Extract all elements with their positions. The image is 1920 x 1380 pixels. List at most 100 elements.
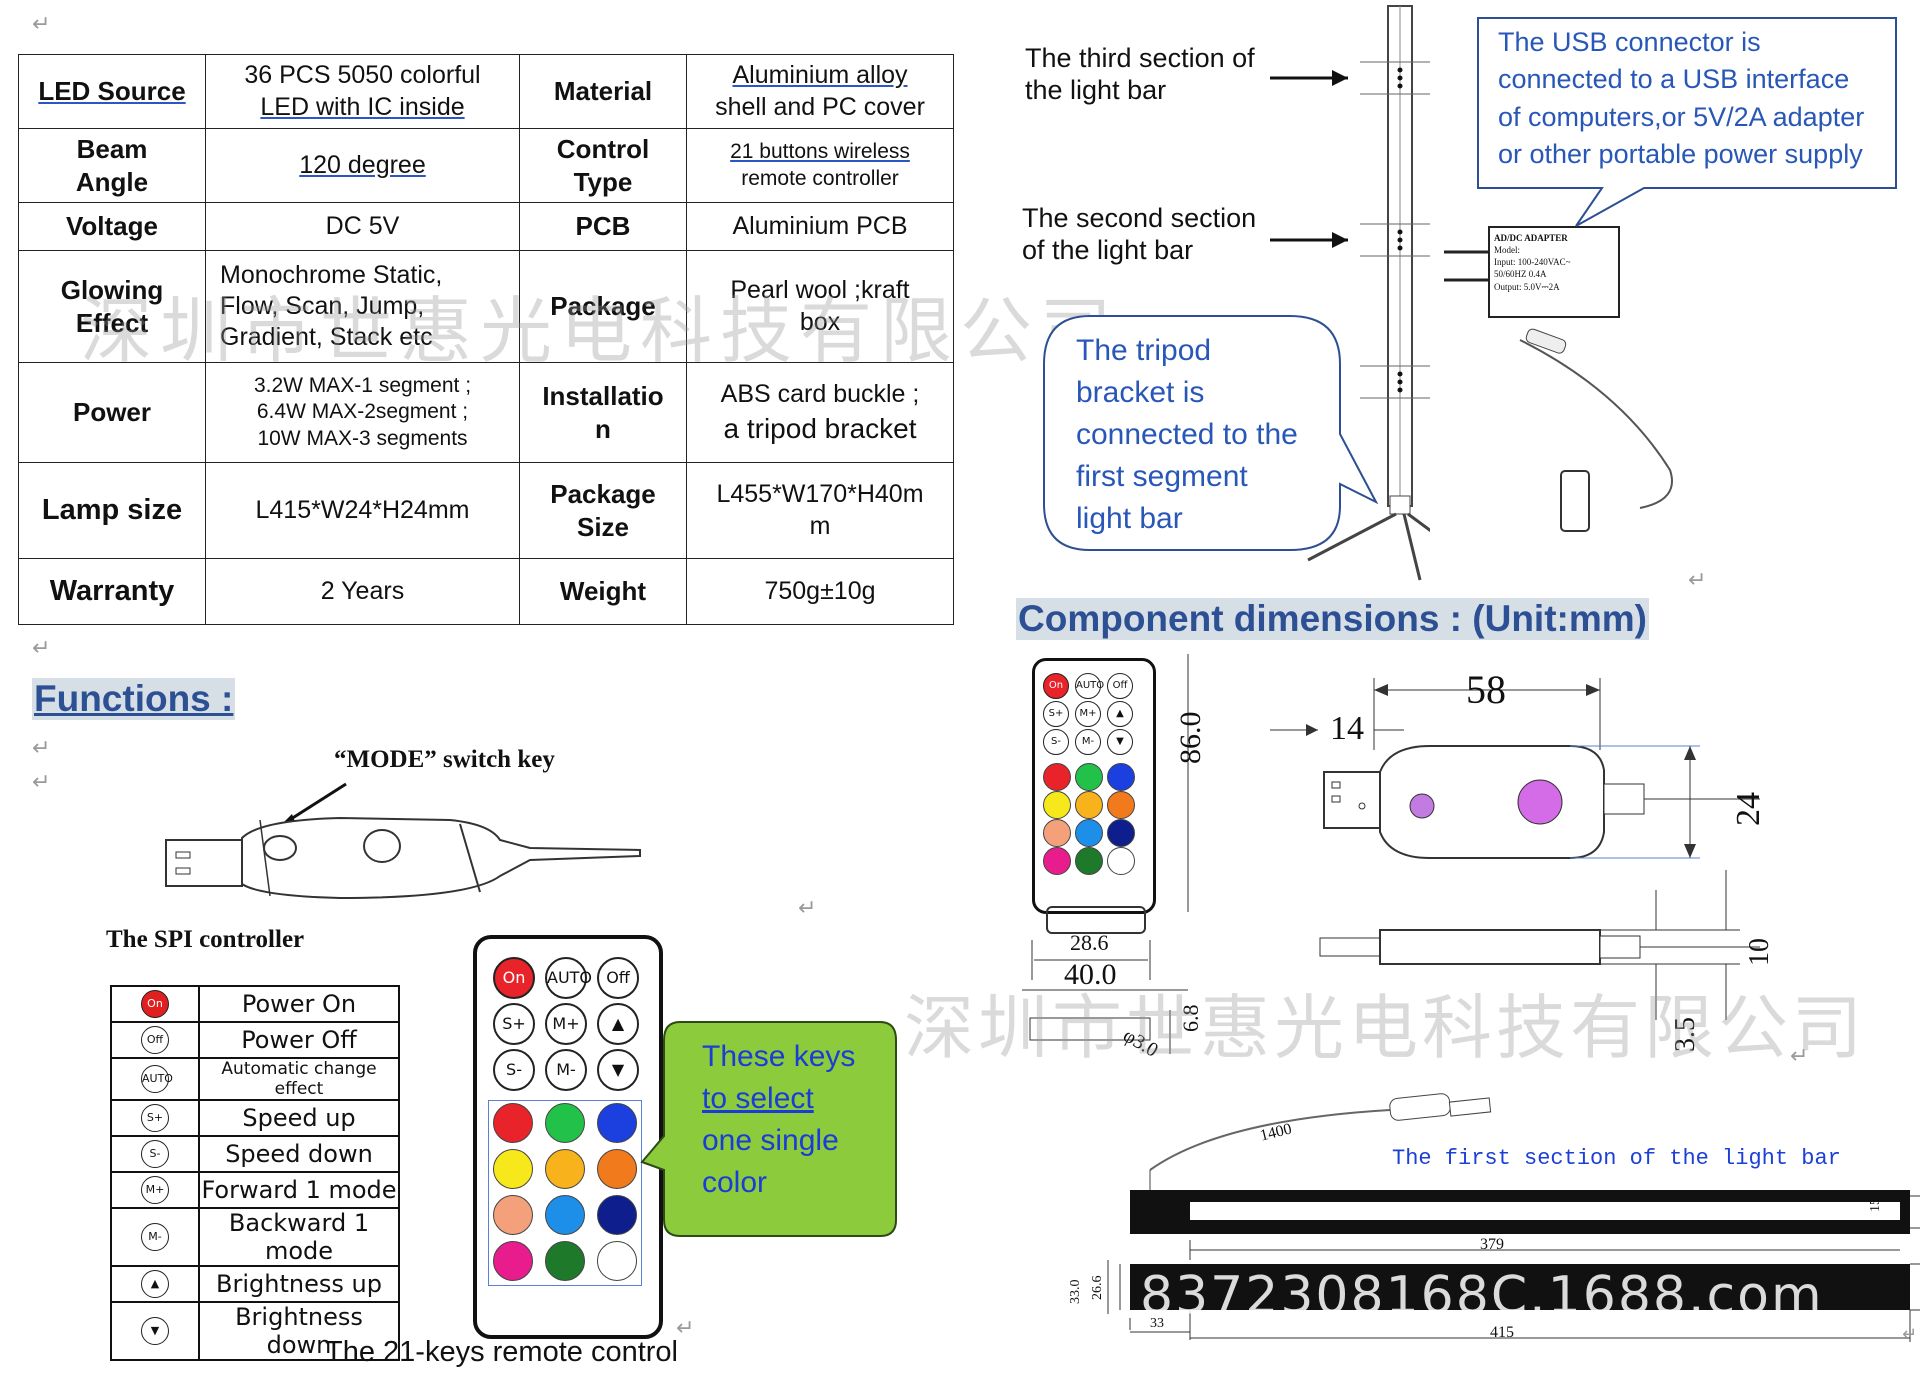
remote-function-key[interactable]: Off	[597, 957, 639, 999]
key-legend-label: Forward 1 mode	[198, 1171, 400, 1209]
small-remote-function-key[interactable]: Off	[1107, 673, 1133, 699]
key-legend-icon-cell: S+	[110, 1099, 200, 1137]
adapter-line: Input: 100-240VAC~	[1494, 257, 1571, 268]
bar-side-dim: 33.0	[1068, 1279, 1083, 1305]
return-mark: ↵	[32, 736, 51, 761]
remote-color-key[interactable]	[597, 1149, 637, 1189]
adapter-title: AD/DC ADAPTER	[1494, 233, 1568, 243]
remote-color-key[interactable]	[545, 1195, 585, 1235]
small-remote-color-key[interactable]	[1043, 791, 1071, 819]
small-remote-color-key[interactable]	[1075, 763, 1103, 791]
table-row: Power 3.2W MAX-1 segment ;6.4W MAX-2segm…	[18, 362, 954, 463]
spec-key-text: Glowing	[60, 275, 164, 305]
callout-line: color	[702, 1166, 768, 1199]
small-remote-function-key[interactable]: M-	[1075, 729, 1101, 755]
remote-color-key[interactable]	[545, 1149, 585, 1189]
spec-key-text: PCB	[575, 211, 631, 242]
spec-key: Weight	[519, 558, 687, 625]
remote-function-key[interactable]: On	[493, 957, 535, 999]
return-mark: ↵	[32, 12, 51, 37]
remote-color-key[interactable]	[493, 1241, 533, 1281]
spec-value-line: a tripod bracket	[723, 412, 917, 444]
key-legend-icon-cell: Off	[110, 1021, 200, 1059]
small-remote-color-key[interactable]	[1075, 791, 1103, 819]
small-remote-color-key[interactable]	[1107, 791, 1135, 819]
return-mark: ↵	[676, 1316, 695, 1341]
spec-key-text: Beam	[76, 134, 148, 164]
remote-color-key[interactable]	[493, 1195, 533, 1235]
remote-function-key[interactable]: ▼	[597, 1049, 639, 1091]
bar-height-dim: 15	[1868, 1198, 1883, 1212]
spec-value-line: LED with IC inside	[260, 92, 465, 121]
spec-key: Power	[18, 362, 206, 463]
remote-function-key[interactable]: M+	[545, 1003, 587, 1045]
remote-color-key[interactable]	[493, 1103, 533, 1143]
remote-color-key[interactable]	[597, 1195, 637, 1235]
remote-function-key[interactable]: S+	[493, 1003, 535, 1045]
spec-key: Lamp size	[18, 462, 206, 559]
first-section-label: The first section of the light bar	[1392, 1146, 1841, 1171]
tripod-callout-text: The tripod bracket is connected to the f…	[1076, 330, 1298, 540]
remote-function-key[interactable]: ▲	[597, 1003, 639, 1045]
key-legend-label: Power On	[198, 985, 400, 1023]
remote-color-key[interactable]	[545, 1103, 585, 1143]
small-remote-color-key[interactable]	[1075, 847, 1103, 875]
remote-color-key[interactable]	[597, 1103, 637, 1143]
key-legend-icon-cell: AUTO	[110, 1057, 200, 1101]
small-remote-color-key[interactable]	[1043, 763, 1071, 791]
spec-value-line: DC 5V	[325, 211, 400, 240]
small-remote-color-key[interactable]	[1107, 763, 1135, 791]
key-legend-icon-cell: ▲	[110, 1265, 200, 1303]
spec-value: Aluminium PCB	[686, 202, 954, 251]
power-adapter: AD/DC ADAPTER Model: Input: 100-240VAC~ …	[1488, 226, 1620, 318]
small-remote-function-key[interactable]: AUTO	[1075, 673, 1104, 699]
usb-thickness-dim: 10	[1744, 938, 1775, 966]
spec-value-line: shell and PC cover	[715, 92, 925, 121]
remote-color-key[interactable]	[545, 1241, 585, 1281]
small-remote-function-key[interactable]: M+	[1075, 701, 1101, 727]
key-legend-row: ▼Brightness down	[110, 1301, 400, 1361]
watermark: 8372308168C.1688.com	[1140, 1266, 1824, 1326]
callout-line: connected to the	[1076, 418, 1298, 451]
small-remote-color-key[interactable]	[1043, 847, 1071, 875]
remote-function-key[interactable]: AUTO	[545, 957, 592, 999]
key-legend-row: M-Backward 1 mode	[110, 1207, 400, 1267]
spi-controller-drawing	[165, 782, 641, 900]
return-mark: ↵	[798, 896, 817, 921]
small-remote-color-key[interactable]	[1075, 819, 1103, 847]
adapter-line: Output: 5.0V⎓2A	[1494, 281, 1560, 292]
small-remote-function-key[interactable]: On	[1043, 673, 1069, 699]
spec-value-line: 120 degree	[299, 150, 426, 179]
remote-color-key[interactable]	[597, 1241, 637, 1281]
small-remote-color-key[interactable]	[1043, 819, 1071, 847]
small-remote-function-key[interactable]: S-	[1043, 729, 1069, 755]
small-remote-function-key[interactable]: S+	[1043, 701, 1069, 727]
remote-function-key[interactable]: M-	[545, 1049, 587, 1091]
label-line: the light bar	[1025, 75, 1167, 106]
spec-key-text: Package	[550, 291, 656, 322]
spec-value-line: L455*W170*H40m	[716, 480, 924, 509]
spec-value: 750g±10g	[686, 558, 954, 625]
usb-height-dim: 24	[1730, 792, 1767, 826]
callout-line: These keys	[702, 1040, 856, 1073]
remote-color-key[interactable]	[493, 1149, 533, 1189]
key-legend-icon-cell: On	[110, 985, 200, 1023]
remote-function-key[interactable]: S-	[493, 1049, 535, 1091]
green-callout-text: These keys to select one single color	[702, 1036, 855, 1204]
small-remote-function-key[interactable]: ▼	[1107, 729, 1133, 755]
small-remote-color-key[interactable]	[1107, 847, 1135, 875]
remote-clip	[1046, 906, 1146, 934]
small-remote-function-key[interactable]: ▲	[1107, 701, 1133, 727]
spec-value-line: m	[809, 511, 831, 540]
small-remote-color-key[interactable]	[1107, 819, 1135, 847]
key-legend-label: Backward 1 mode	[198, 1207, 400, 1267]
spec-value: Monochrome Static,Flow, Scan, Jump,Gradi…	[205, 250, 520, 363]
